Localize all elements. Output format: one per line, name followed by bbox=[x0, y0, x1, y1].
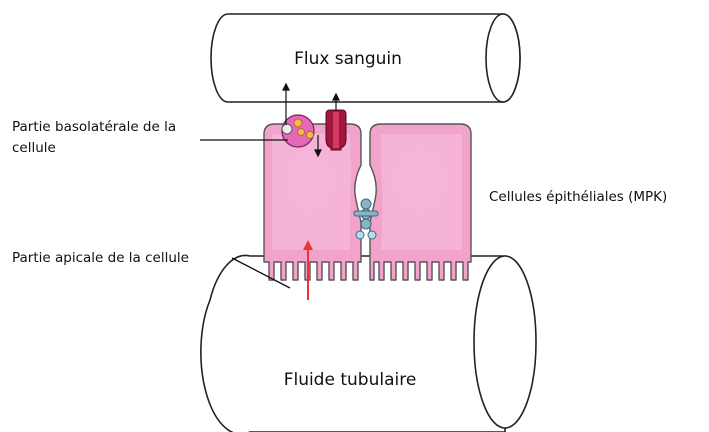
basolateral-label-line2: cellule bbox=[12, 140, 56, 156]
epithelial-cell-left bbox=[264, 124, 361, 280]
tubule-cylinder bbox=[201, 255, 536, 432]
epithelial-cell-right bbox=[370, 124, 471, 280]
epithelial-cells-label: Cellules épithéliales (MPK) bbox=[489, 189, 667, 205]
basolateral-label-line1: Partie basolatérale de la bbox=[12, 119, 176, 135]
apical-label: Partie apicale de la cellule bbox=[12, 250, 189, 266]
basolateral-pump bbox=[282, 115, 314, 147]
blood-flow-label: Flux sanguin bbox=[294, 49, 402, 69]
ion-channel bbox=[326, 110, 346, 150]
tubular-fluid-label: Fluide tubulaire bbox=[284, 370, 417, 390]
